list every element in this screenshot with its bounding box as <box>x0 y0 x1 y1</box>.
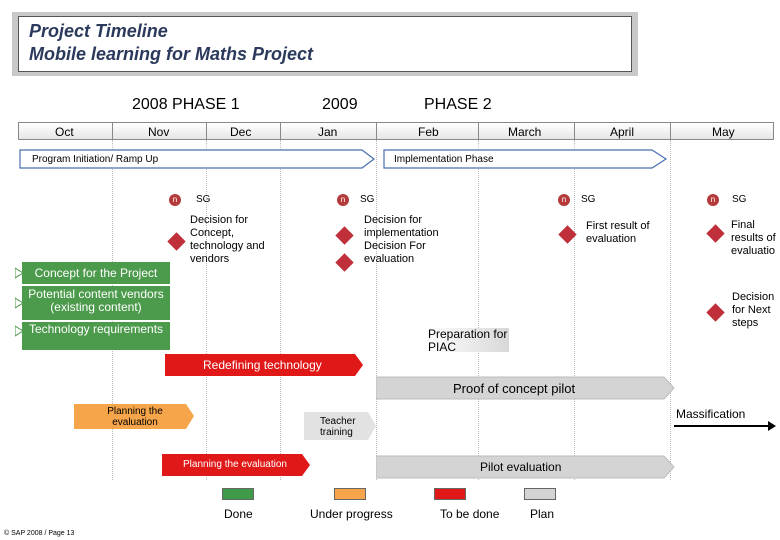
task-pilot-eval: Pilot evaluation <box>480 460 562 474</box>
task-planning-eval: Planning the evaluation <box>107 406 163 428</box>
title-box: Project Timeline Mobile learning for Mat… <box>18 16 632 72</box>
month-dec: Dec <box>230 125 252 139</box>
task-redefining: Redefining technology <box>203 358 322 372</box>
pilot-eval-arrow <box>376 455 675 479</box>
decision-implementation: Decision for implementation Decision For… <box>364 214 439 265</box>
proof-arrow <box>376 376 675 400</box>
planning-eval-2-arrow <box>162 454 310 476</box>
decision-first-result: First result of evaluation <box>586 220 650 245</box>
grid-line <box>206 140 207 480</box>
legend-plan-swatch <box>524 488 556 500</box>
massification-arrow <box>674 421 776 431</box>
milestone-diamond-icon <box>335 253 354 272</box>
redefining-arrow <box>165 354 363 376</box>
grid-line <box>574 122 575 140</box>
milestone-diamond-icon <box>335 226 354 245</box>
sg-label: SG <box>732 194 747 205</box>
task-preparation-bg <box>425 328 509 352</box>
legend-plan-label: Plan <box>530 507 555 521</box>
task-arrow-tips <box>15 267 24 337</box>
decision-final: Final results of evaluatio <box>731 219 776 257</box>
task-preparation: Preparation for PIAC <box>428 327 508 354</box>
legend-done-swatch <box>222 488 254 500</box>
phase-1-label: 2008 PHASE 1 <box>132 96 240 113</box>
legend-progress-swatch <box>334 488 366 500</box>
grid-line <box>376 122 377 140</box>
phase-2-label: PHASE 2 <box>424 96 492 113</box>
decision-next-steps: Decision for Next steps <box>732 291 775 329</box>
initiation-label: Program Initiation/ Ramp Up <box>32 154 159 165</box>
month-may: May <box>712 125 735 139</box>
legend-done-label: Done <box>224 507 253 521</box>
title-line-2: Mobile learning for Maths Project <box>29 44 314 64</box>
initiation-arrow <box>19 149 375 169</box>
legend-progress-label: Under progress <box>310 507 393 521</box>
task-planning-eval-2: Planning the evaluation <box>183 459 287 470</box>
task-technology: Technology requirements <box>22 322 170 350</box>
month-feb: Feb <box>418 125 439 139</box>
month-jan: Jan <box>318 125 338 139</box>
phase-arrows <box>19 149 668 169</box>
grid-line <box>670 140 671 480</box>
month-nov: Nov <box>148 125 170 139</box>
grid-line <box>574 140 575 480</box>
sg-marker-icon: n <box>707 194 719 206</box>
month-bar <box>18 122 774 140</box>
sg-label: SG <box>196 194 211 205</box>
task-massification: Massification <box>676 407 746 421</box>
grid-line <box>478 122 479 140</box>
sg-marker-icon: n <box>558 194 570 206</box>
footer: © SAP 2008 / Page 13 <box>4 530 75 537</box>
title-line-1: Project Timeline <box>29 21 168 41</box>
task-vendors: Potential content vendors (existing cont… <box>22 286 170 320</box>
task-proof: Proof of concept pilot <box>453 381 576 396</box>
task-teacher: Teacher training <box>320 416 356 438</box>
grid-line <box>478 140 479 480</box>
legend-todo-swatch <box>434 488 466 500</box>
planning-arrow <box>74 404 194 429</box>
grid-line <box>280 122 281 140</box>
milestone-diamond-icon <box>706 303 725 322</box>
implementation-arrow <box>383 149 668 169</box>
grid-line <box>280 140 281 480</box>
implementation-label: Implementation Phase <box>394 154 494 165</box>
grid-line <box>670 122 671 140</box>
milestone-diamond-icon <box>167 232 186 251</box>
grid-line <box>376 140 377 480</box>
month-march: March <box>508 125 542 139</box>
grid-line <box>206 122 207 140</box>
month-april: April <box>610 125 635 139</box>
teacher-arrow <box>304 412 376 440</box>
year-2009-label: 2009 <box>322 96 358 113</box>
sg-label: SG <box>360 194 375 205</box>
sg-marker-icon: n <box>169 194 181 206</box>
month-oct: Oct <box>55 125 74 139</box>
grid-line <box>112 122 113 140</box>
sg-marker-icon: n <box>337 194 349 206</box>
legend-todo-label: To be done <box>440 507 500 521</box>
milestone-diamond-icon <box>706 224 725 243</box>
decision-concept: Decision for Concept, technology and ven… <box>190 214 265 265</box>
task-concept: Concept for the Project <box>22 262 170 284</box>
sg-label: SG <box>581 194 596 205</box>
